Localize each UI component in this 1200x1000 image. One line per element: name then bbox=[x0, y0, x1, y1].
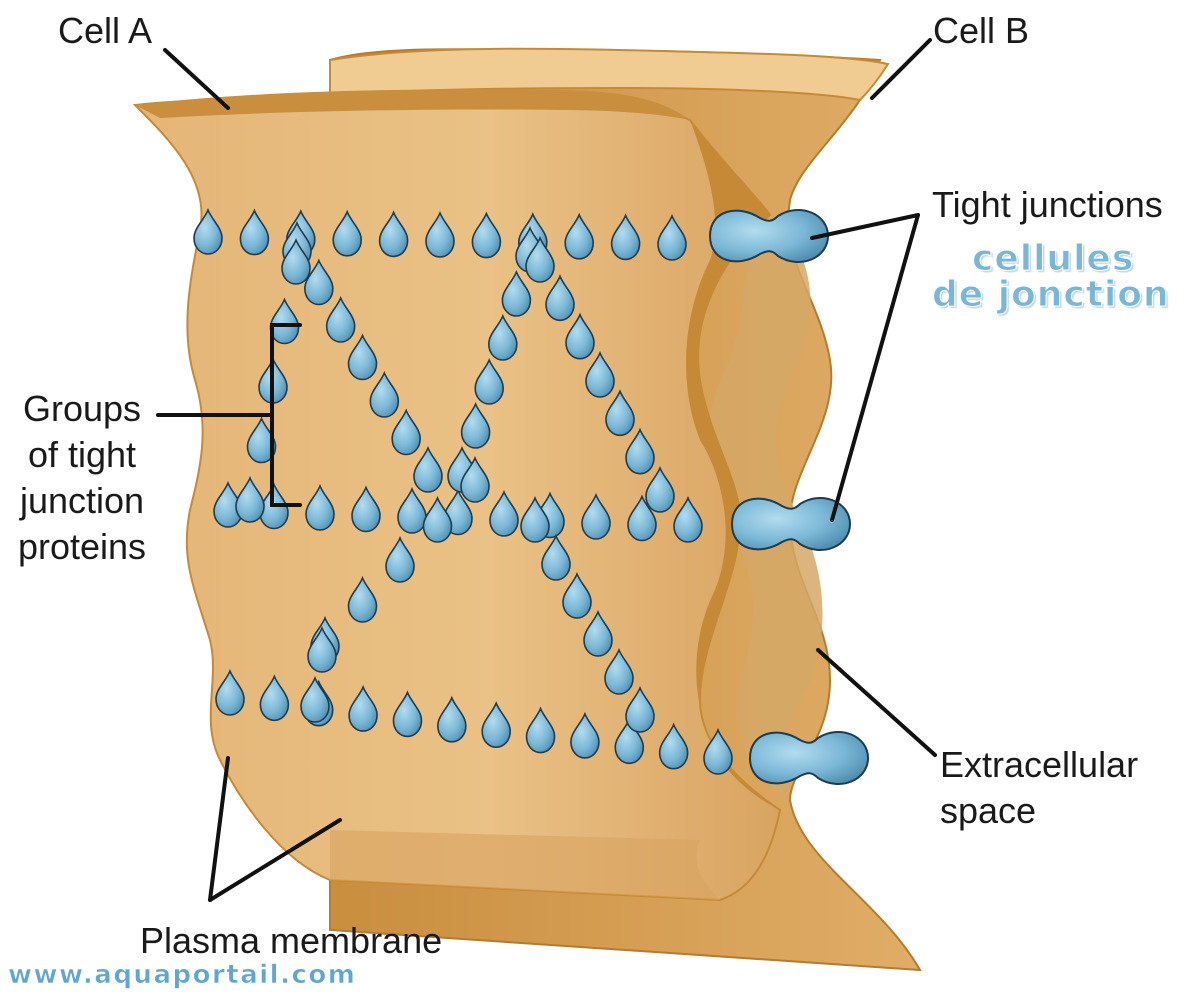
junction-protein bbox=[369, 370, 400, 418]
groups-label-line: junction bbox=[19, 480, 145, 521]
junction-protein bbox=[489, 489, 519, 537]
junction-protein bbox=[259, 674, 290, 722]
cell-b-top-edge bbox=[329, 47, 890, 102]
groups-label: Groups of tight junction proteins bbox=[2, 386, 162, 570]
junction-protein bbox=[332, 209, 363, 257]
junction-protein bbox=[645, 465, 675, 513]
junction-protein bbox=[625, 427, 655, 475]
french-caption-line1: cellules bbox=[971, 238, 1135, 280]
junction-protein bbox=[487, 313, 518, 361]
junction-protein bbox=[565, 312, 595, 360]
junction-protein bbox=[413, 445, 443, 493]
junction-protein bbox=[235, 475, 265, 523]
junction-protein bbox=[614, 717, 645, 765]
tight-junctions-label: Tight junctions bbox=[932, 184, 1163, 225]
junction-protein bbox=[657, 213, 687, 261]
groups-label-line: Groups bbox=[22, 388, 142, 429]
junction-protein bbox=[425, 210, 455, 258]
junction-protein bbox=[605, 389, 635, 437]
protein-strands bbox=[193, 207, 733, 775]
cell-a-right-edge bbox=[686, 120, 780, 810]
junction-protein bbox=[300, 675, 330, 723]
junction-protein bbox=[525, 235, 555, 283]
junction-protein bbox=[610, 213, 641, 261]
junction-protein bbox=[541, 533, 571, 581]
junction-protein bbox=[627, 494, 657, 542]
junction-protein bbox=[673, 495, 703, 543]
junction-protein bbox=[581, 492, 611, 540]
junction-protein bbox=[392, 690, 423, 738]
junction-protein bbox=[193, 207, 223, 255]
junction-protein bbox=[378, 210, 409, 258]
cell-a-label: Cell A bbox=[58, 10, 153, 51]
leader-plasma-membrane-a bbox=[208, 756, 230, 902]
groups-label-line: of tight bbox=[27, 434, 137, 475]
junction-protein bbox=[437, 695, 467, 743]
junction-protein bbox=[347, 575, 378, 623]
junction-protein bbox=[625, 685, 655, 733]
leader-tight-junction-2 bbox=[830, 213, 920, 522]
junction-protein bbox=[562, 571, 592, 619]
cell-a-top-edge bbox=[135, 89, 690, 120]
junction-protein bbox=[564, 212, 595, 260]
junction-protein bbox=[545, 274, 575, 322]
website-watermark: www.aquaportail.com bbox=[8, 960, 357, 991]
junction-protein bbox=[501, 269, 532, 317]
junction-protein bbox=[481, 701, 511, 748]
junction-protein bbox=[281, 237, 311, 285]
junction-protein bbox=[348, 684, 378, 732]
groups-label-line: proteins bbox=[17, 526, 147, 567]
extracellular-label: Extracellular space bbox=[940, 742, 1170, 834]
junction-protein bbox=[304, 258, 334, 306]
tight-junction-pair bbox=[730, 497, 852, 551]
junction-protein bbox=[520, 495, 550, 543]
junction-protein bbox=[583, 609, 613, 657]
junction-protein bbox=[215, 668, 245, 716]
junction-protein bbox=[585, 350, 615, 398]
junction-protein bbox=[347, 333, 378, 381]
cell-a-bottom-edge bbox=[330, 830, 720, 900]
junction-protein bbox=[269, 297, 300, 345]
junction-protein bbox=[460, 401, 491, 449]
extracellular-label-line: Extracellular bbox=[940, 744, 1139, 785]
junction-protein bbox=[305, 483, 335, 531]
leader-extracellular bbox=[816, 648, 937, 757]
leader-tight-junction-1 bbox=[810, 213, 920, 240]
cell-b-label: Cell B bbox=[933, 10, 1030, 51]
junction-protein bbox=[422, 495, 453, 543]
junction-protein bbox=[570, 711, 600, 759]
junction-protein bbox=[471, 211, 502, 259]
junction-protein bbox=[397, 486, 427, 534]
junction-protein bbox=[474, 357, 505, 405]
extracellular-label-line: space bbox=[940, 790, 1037, 831]
plasma-membrane-label: Plasma membrane bbox=[140, 920, 443, 961]
junction-protein bbox=[703, 727, 733, 775]
junction-protein bbox=[351, 485, 381, 533]
junction-protein bbox=[239, 208, 270, 256]
leader-plasma-membrane-b bbox=[208, 818, 342, 902]
junction-protein bbox=[385, 535, 415, 583]
junction-protein bbox=[658, 722, 689, 770]
junction-protein bbox=[525, 706, 556, 754]
tight-junction-pair bbox=[748, 731, 870, 785]
french-caption-line2: de jonction bbox=[932, 274, 1170, 316]
junction-protein bbox=[391, 408, 421, 456]
junction-protein bbox=[307, 625, 337, 673]
leader-cell-b bbox=[870, 38, 932, 100]
junction-protein bbox=[460, 455, 490, 503]
junction-protein bbox=[325, 295, 356, 343]
tight-junction-pairs bbox=[708, 209, 870, 785]
leader-cell-a bbox=[163, 48, 230, 110]
junction-protein bbox=[604, 647, 634, 695]
